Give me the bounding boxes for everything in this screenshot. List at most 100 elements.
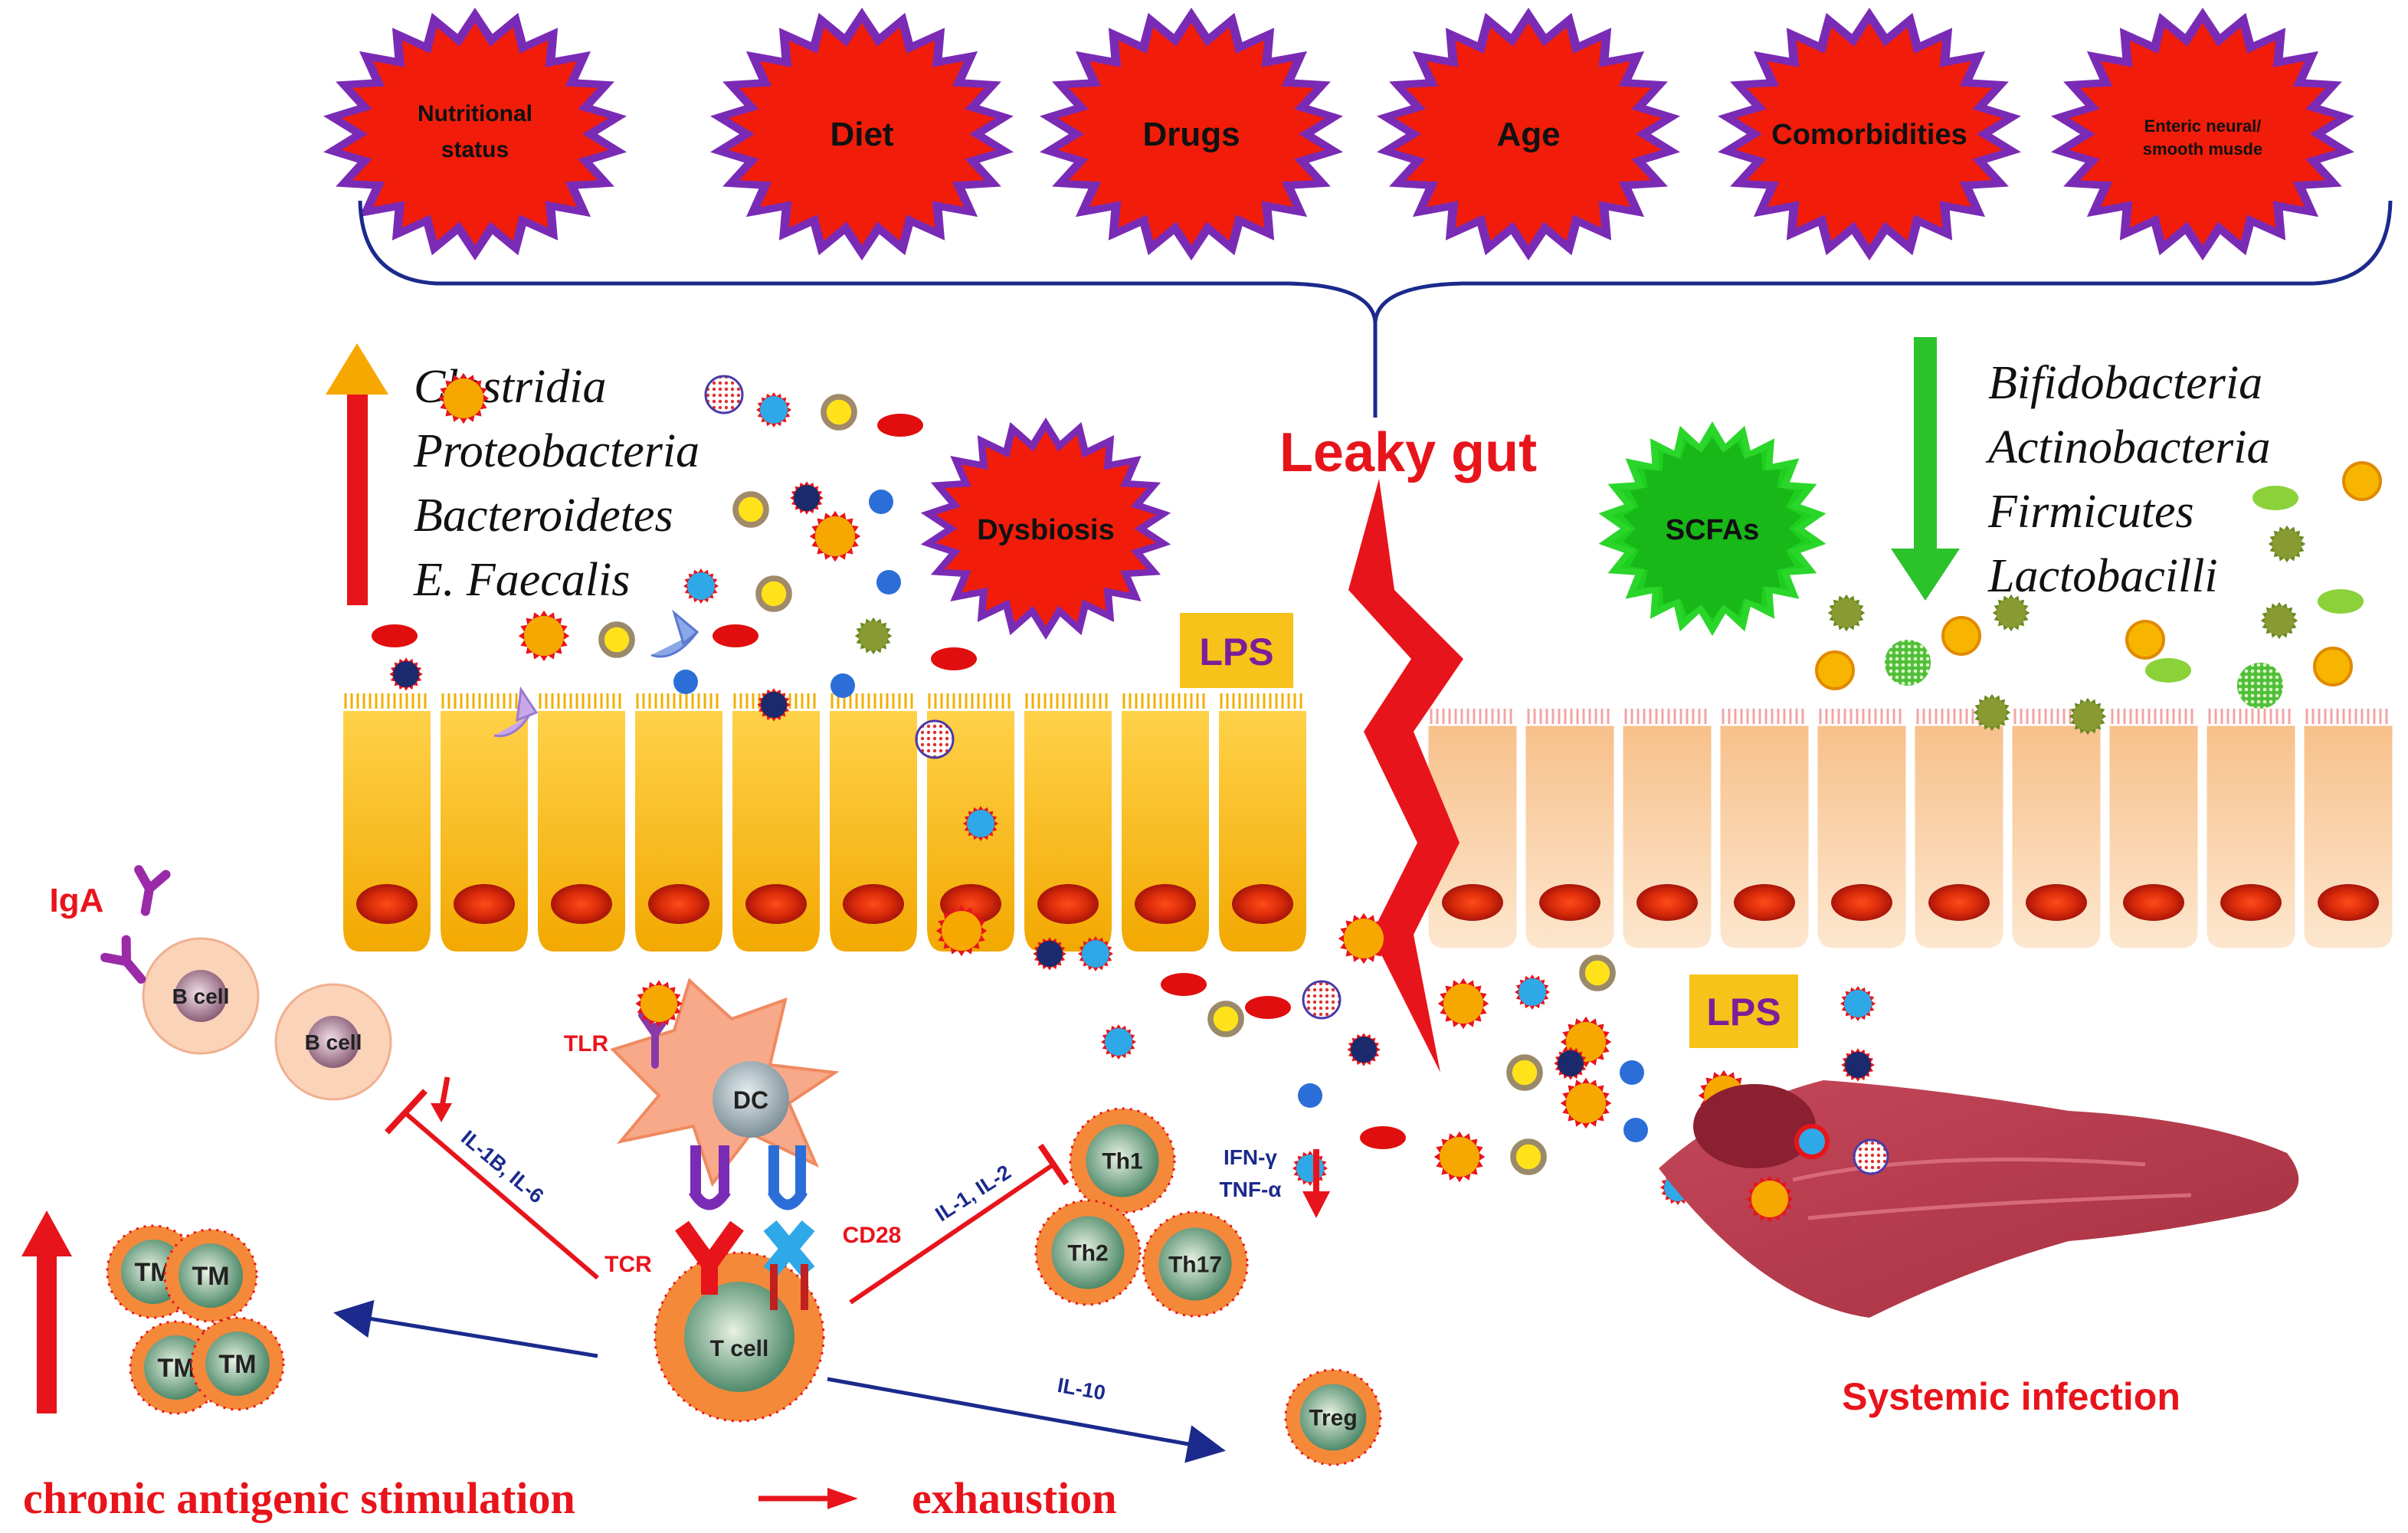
spiky-bacterium-2 [518, 610, 570, 662]
increased-bacteria-3: Bacteroidetes [414, 490, 673, 542]
spiky-bacterium-2-body [524, 616, 564, 656]
down-arrow-il1b-head [431, 1103, 452, 1122]
spiky-bacterium-1 [437, 372, 490, 424]
iga-antibody-icon-1-shape [134, 865, 171, 916]
cd28-receptor-icon [770, 1264, 808, 1310]
decrease-arrow-head [1891, 549, 1960, 601]
olive-bacterium-3 [1992, 594, 2030, 632]
green-rod-bacterium-3 [2318, 589, 2364, 614]
factor-starburst-4-core [1394, 22, 1663, 246]
th2-cell-nucleus [1051, 1216, 1125, 1289]
factor-label-4: Age [1496, 116, 1560, 153]
spiky-bacterium-10-body [1440, 1137, 1479, 1177]
blue-spiky-bacterium-2 [963, 806, 998, 841]
blood-vessel-highlights [1792, 1157, 2192, 1220]
green-dotted-bacterium-2 [2237, 663, 2283, 709]
blue-spiky-bacterium-5 [1515, 975, 1550, 1010]
blue-spiky-bacterium-3 [1101, 1024, 1136, 1060]
orange-bacterium-1 [1815, 650, 1855, 690]
tlr-ligand-bacterium [635, 980, 683, 1027]
enterocyte-right-nucleus [1636, 884, 1698, 921]
enterocyte-right-9 [2203, 709, 2299, 952]
increased-bacteria-4: E. Faecalis [413, 554, 630, 606]
enterocyte-left-5 [728, 693, 824, 956]
scfas-label: SCFAs [1666, 514, 1759, 546]
treg-cell-nucleus [1299, 1384, 1367, 1451]
red-rod-bacterium-5 [1161, 973, 1207, 996]
scfas-core [1623, 438, 1802, 619]
navy-spiky-bacterium-1-body [794, 485, 820, 511]
tnf-alpha-label: TNF-α [1220, 1178, 1282, 1201]
enterocyte-right-nucleus [2220, 884, 2282, 921]
enterocyte-right-10 [2300, 709, 2397, 952]
decrease-arrow-shaft [1914, 337, 1937, 552]
b-cell-2-nucleus [307, 1016, 359, 1068]
blue-spiky-bacterium-9-body [687, 572, 715, 600]
enterocyte-left-nucleus [648, 884, 709, 924]
memory-t-cell-4-label: TM [218, 1350, 256, 1379]
enterocyte-left-9 [1117, 693, 1214, 956]
olive-bacterium-2-body [1832, 598, 1861, 627]
vessel-bacterium-1 [1794, 1124, 1830, 1159]
navy-spiky-bacterium-5-body [1558, 1050, 1584, 1076]
enterocyte-left-nucleus [356, 884, 418, 924]
increase-arrow-head [326, 343, 388, 395]
factor-label-1-line2: status [441, 137, 509, 162]
spiky-bacterium-6 [1437, 978, 1489, 1030]
olive-bacterium-2 [1827, 594, 1866, 632]
decreased-bacteria-1: Bifidobacteria [1988, 357, 2262, 409]
dc-label: DC [733, 1086, 768, 1114]
orange-bacterium-2 [1941, 616, 1981, 656]
blue-spiky-bacterium-10 [1078, 936, 1113, 971]
enterocyte-left-nucleus [454, 884, 515, 924]
th17-cell-nucleus [1158, 1227, 1232, 1301]
blue-spiky-bacterium-4 [1292, 1151, 1328, 1186]
olive-bacterium-1-body [859, 621, 888, 650]
il10-label: IL-10 [1056, 1374, 1107, 1404]
green-rod-bacterium-2 [2145, 658, 2191, 683]
vessel-bacterium-3 [1746, 1175, 1794, 1223]
enterocyte-right-nucleus [1442, 884, 1503, 921]
enterocyte-left-3 [533, 693, 630, 956]
dysbiosis-starburst [920, 418, 1171, 640]
enterocyte-left-nucleus [843, 884, 904, 924]
inhibition-bar-b-cells [385, 1089, 428, 1135]
dotted-bacterium-1 [704, 375, 744, 414]
lps-label-top: LPS [1199, 631, 1273, 673]
enterocyte-right-8 [2105, 709, 2202, 952]
memory-increase-arrow-shaft [37, 1249, 57, 1413]
spiky-bacterium-5 [1338, 912, 1390, 965]
green-dotted-bacterium-1 [1885, 640, 1931, 686]
enterocyte-right-7 [2008, 709, 2105, 952]
navy-spiky-bacterium-1 [790, 481, 824, 515]
olive-bacterium-4-body [2265, 606, 2294, 635]
dysbiosis-label: Dysbiosis [977, 514, 1115, 546]
treg-cell-label: Treg [1309, 1406, 1357, 1431]
b7-blue-icon [767, 1145, 808, 1210]
ringed-bacterium-5 [1207, 1001, 1244, 1037]
blue-spiky-bacterium-8-body [1844, 990, 1872, 1017]
vessel-bacterium-3-body [1751, 1181, 1788, 1217]
navy-spiky-bacterium-2-body [761, 692, 787, 718]
chronic-antigenic-stimulation-label: chronic antigenic stimulation [23, 1473, 575, 1523]
navy-spiky-bacterium-7 [389, 657, 423, 691]
factor-label-3: Drugs [1142, 116, 1240, 153]
blue-spiky-bacterium-9 [683, 568, 719, 604]
t-cell-nucleus [684, 1282, 794, 1392]
exhaustion-label: exhaustion [912, 1473, 1117, 1523]
inhibition-bar-th-cells [1037, 1143, 1070, 1186]
factor-starburst-6 [2051, 8, 2354, 260]
tlr-ligand-bacterium-body [640, 985, 677, 1022]
ringed-bacterium-2 [732, 491, 769, 528]
memory-increase-arrow-head [21, 1210, 72, 1256]
ringed-bacterium-6 [1506, 1054, 1543, 1091]
blood-vessel-lumen [1693, 1084, 1816, 1168]
enterocyte-right-3 [1619, 709, 1715, 952]
mhc-purple-icon [688, 1145, 731, 1210]
small-blue-bacterium-4 [673, 670, 698, 694]
olive-bacterium-3-body [1997, 598, 2026, 627]
inhibition-line-th-cells [849, 1162, 1055, 1305]
arrow-to-memory-t-cells [333, 1299, 598, 1358]
small-blue-bacterium-2 [876, 570, 901, 595]
